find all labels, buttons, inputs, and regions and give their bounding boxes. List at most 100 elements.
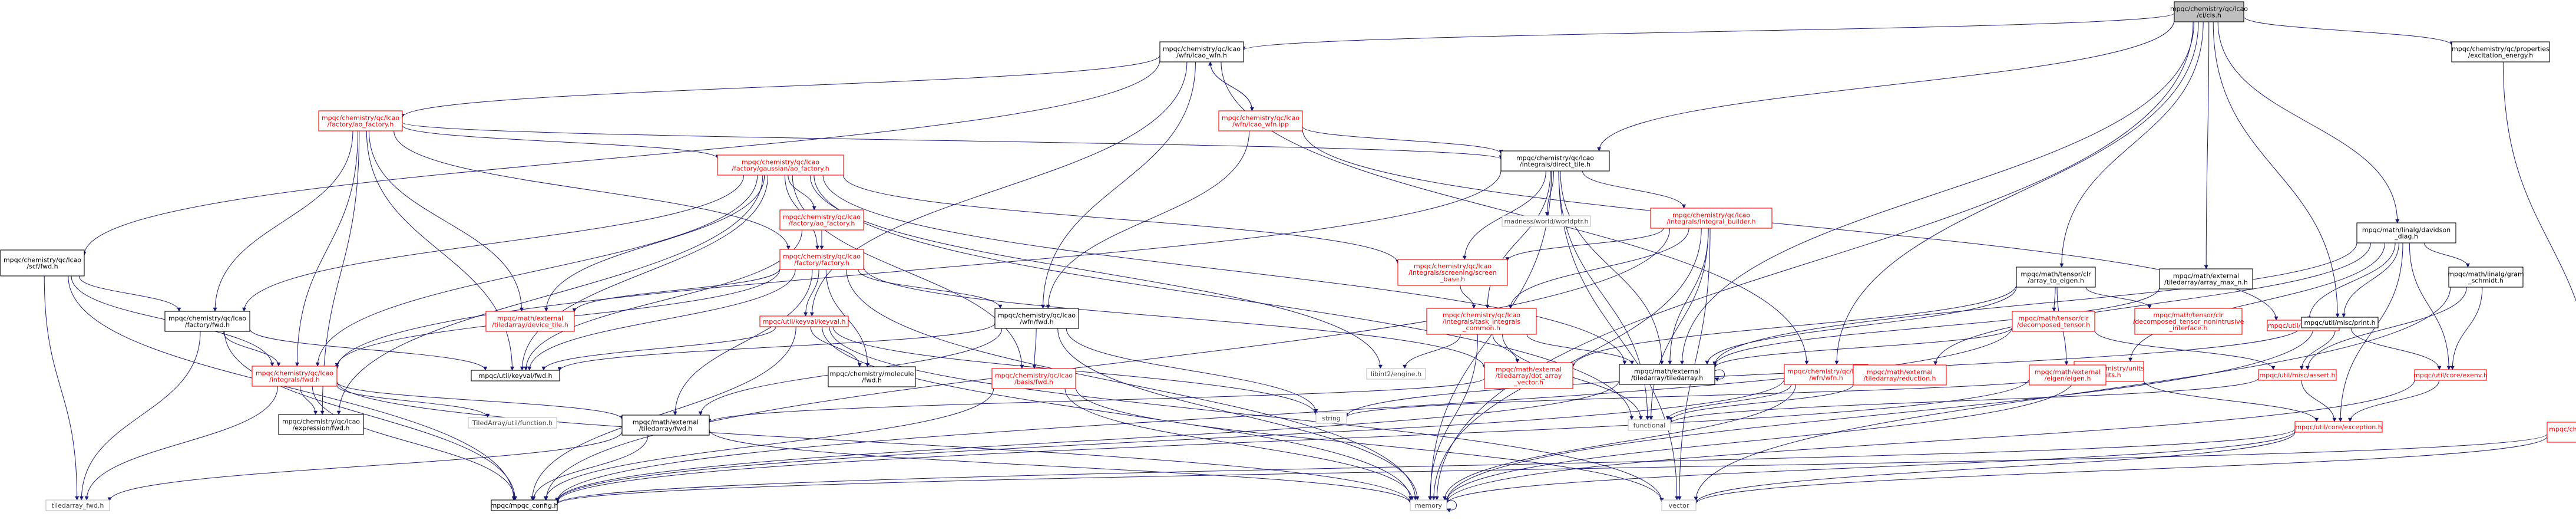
edge-ta-tiledarray-to-mpqc-config bbox=[555, 380, 1620, 502]
node-screen-base[interactable]: mpqc/chemistry/qc/lcao/integrals/screeni… bbox=[1397, 259, 1508, 286]
edge-wfn-wfn-to-memory bbox=[1442, 384, 1796, 501]
edge-dot-array-to-ta-fwd bbox=[707, 377, 1485, 423]
node-lcao-wfn-ipp[interactable]: mpqc/chemistry/qc/lcao/wfn/lcao_wfn.ipp bbox=[1218, 110, 1303, 131]
node-misc-print[interactable]: mpqc/util/misc/print.h bbox=[2301, 317, 2379, 328]
edge-wfn-fwd-to-basis-fwd bbox=[1032, 328, 1037, 369]
node-label: /tiledarray/dot_array bbox=[1496, 372, 1562, 380]
node-label: mpqc/chemistry/qc/lcao bbox=[256, 370, 333, 377]
edge-gaussian-ao-to-functional bbox=[814, 175, 1634, 420]
node-molecule-fwd[interactable]: mpqc/chemistry/molecule/fwd.h bbox=[828, 366, 916, 387]
node-wfn-h[interactable]: mpqc/chemistry/qc/lcao/wfn/lcao_wfn.h bbox=[1159, 41, 1244, 63]
node-direct-tile[interactable]: mpqc/chemistry/qc/lcao/integrals/direct_… bbox=[1500, 150, 1610, 172]
node-gaussian-ao[interactable]: mpqc/chemistry/qc/lcao/factory/gaussian/… bbox=[717, 154, 844, 176]
node-box bbox=[1628, 419, 1671, 431]
node-gram-schmidt[interactable]: mpqc/math/linalg/gram_schmidt.h bbox=[2448, 267, 2524, 288]
node-expression-fwd[interactable]: mpqc/chemistry/qc/lcao/expression/fwd.h bbox=[278, 414, 364, 435]
edge-eigen-to-mpqc-config bbox=[555, 378, 2030, 503]
node-task-integrals[interactable]: mpqc/chemistry/qc/lcao/integrals/task_in… bbox=[1426, 308, 1537, 335]
edge-task-integrals-to-libint bbox=[1403, 334, 1461, 369]
node-ao-factory-2[interactable]: mpqc/chemistry/qc/lcao/factory/ao_factor… bbox=[779, 209, 864, 231]
node-integral-builder[interactable]: mpqc/chemistry/qc/lcao/integrals/integra… bbox=[1650, 208, 1773, 229]
node-decomposed-nonintrusive[interactable]: mpqc/math/tensor/clr/decomposed_tensor_n… bbox=[2133, 308, 2244, 335]
edge-scf-fwd-to-tiledarray-fwd bbox=[44, 275, 80, 501]
node-label: mpqc/chemistry/molecule bbox=[830, 370, 914, 378]
node-label: mpqc/util/core/exception.h bbox=[2295, 423, 2382, 431]
node-tensor-eigen[interactable]: mpqc/math/tensor/clr/array_to_eigen.h bbox=[2016, 267, 2096, 288]
node-mpqc-config[interactable]: mpqc/mpqc_config.h bbox=[491, 499, 558, 511]
node-label: mpqc/chemistry/qc/lcao bbox=[1222, 114, 1299, 122]
node-box bbox=[471, 370, 560, 381]
node-label: functional bbox=[1633, 422, 1666, 429]
edge-misc-print-to-assert bbox=[2299, 327, 2336, 370]
node-label: mpqc/chemistry/qc/lcao bbox=[742, 159, 819, 166]
node-keyval[interactable]: mpqc/util/keyval/keyval.h bbox=[759, 315, 849, 327]
node-box bbox=[1484, 362, 1573, 389]
node-integrals-fwd[interactable]: mpqc/chemistry/qc/lcao/integrals/fwd.h bbox=[252, 366, 338, 387]
node-scf-fwd[interactable]: mpqc/chemistry/qc/lcao/scf/fwd.h bbox=[0, 249, 85, 277]
node-exception[interactable]: mpqc/util/core/exception.h bbox=[2294, 421, 2383, 433]
edge-direct-tile-to-vector bbox=[1558, 170, 1679, 501]
node-label: mpqc/math/external bbox=[2035, 369, 2101, 376]
node-box bbox=[2012, 311, 2095, 332]
node-box bbox=[252, 366, 338, 387]
edge-wfn-cis-to-direct-tile bbox=[1597, 19, 2175, 152]
node-exenv[interactable]: mpqc/util/core/exenv.h bbox=[2413, 369, 2488, 381]
node-label: mpqc/util/misc/assert.h bbox=[2259, 371, 2335, 379]
node-label: mpqc/chemistry/qc/lcao bbox=[1443, 311, 1520, 319]
edge-keyval-to-keyval-fwd bbox=[541, 326, 776, 371]
edge-ao-factory-h-to-direct-tile bbox=[402, 121, 1503, 160]
edge-property-to-vector bbox=[1694, 436, 2548, 505]
edge-integrals-fwd-to-expression-fwd bbox=[299, 386, 318, 415]
node-box bbox=[2301, 317, 2379, 328]
node-ta-tiledarray[interactable]: mpqc/math/external/tiledarray/tiledarray… bbox=[1619, 364, 1715, 385]
node-ta-fwd[interactable]: mpqc/math/external/tiledarray/fwd.h bbox=[621, 415, 710, 436]
node-decomposed[interactable]: mpqc/math/tensor/clr/decomposed_tensor.h bbox=[2012, 311, 2095, 332]
edge-lcao-wfn-ipp-to-direct-tile bbox=[1302, 126, 1503, 154]
node-wfn-cis[interactable]: mpqc/chemistry/qc/lcao/ci/cis.h bbox=[2170, 1, 2248, 22]
node-excitation[interactable]: mpqc/chemistry/qc/properties/excitation_… bbox=[2451, 41, 2550, 63]
node-keyval-fwd[interactable]: mpqc/util/keyval/fwd.h bbox=[471, 370, 560, 381]
edge-ao-factory-h-to-device-tile bbox=[368, 130, 524, 312]
edge-ta-fwd-to-mpqc-config bbox=[531, 435, 649, 501]
node-array-max-n[interactable]: mpqc/math/external/tiledarray/array_max_… bbox=[2159, 268, 2253, 290]
edge-wfn-fwd-to-keyval-fwd bbox=[557, 323, 996, 371]
node-dot-array[interactable]: mpqc/math/external/tiledarray/dot_array_… bbox=[1484, 362, 1573, 389]
node-davidson[interactable]: mpqc/math/linalg/davidson_diag.h bbox=[2356, 222, 2456, 244]
node-eigen[interactable]: mpqc/math/external/eigen/eigen.h bbox=[2029, 364, 2107, 386]
node-label: vector bbox=[1669, 502, 1689, 509]
edge-basis-fwd-to-vector bbox=[1075, 386, 1664, 503]
node-device-tile[interactable]: mpqc/math/external/tiledarray/device_til… bbox=[485, 311, 575, 332]
node-box bbox=[1500, 150, 1610, 172]
node-basis-fwd[interactable]: mpqc/chemistry/qc/lcao/basis/fwd.h bbox=[991, 368, 1076, 389]
node-box bbox=[485, 311, 575, 332]
node-box bbox=[2134, 308, 2243, 335]
node-assert[interactable]: mpqc/util/misc/assert.h bbox=[2258, 369, 2337, 381]
node-wfn-fwd[interactable]: mpqc/chemistry/qc/lcao/wfn/fwd.h bbox=[994, 308, 1079, 329]
node-factory-factory[interactable]: mpqc/chemistry/qc/lcao/factory/factory.h bbox=[779, 249, 864, 270]
edge-direct-tile-to-integrals-fwd bbox=[335, 170, 1502, 370]
node-label: _interface.h bbox=[2168, 324, 2207, 332]
edge-scf-fwd-to-mpqc-config bbox=[68, 275, 516, 501]
node-property[interactable]: mpqc/chemistry/qc/properties/property.h bbox=[2547, 422, 2576, 443]
node-label: /excitation_energy.h bbox=[2468, 52, 2534, 60]
node-label: mpqc/chemistry/qc/lcao bbox=[1414, 262, 1492, 270]
node-box bbox=[2294, 421, 2383, 433]
edge-wfn-cis-to-tensor-eigen bbox=[2059, 21, 2204, 268]
node-box bbox=[717, 154, 844, 176]
edge-factory-fwd-to-keyval-fwd bbox=[249, 328, 488, 371]
node-label: mpqc/math/linalg/davidson bbox=[2362, 226, 2451, 234]
node-label: /integrals/fwd.h bbox=[269, 376, 320, 384]
node-label: string bbox=[1322, 415, 1341, 422]
edge-wfn-cis-to-wfn-wfn bbox=[1834, 21, 2199, 365]
edge-basis-fwd-to-mpqc-config bbox=[543, 388, 994, 501]
node-label: _base.h bbox=[1440, 275, 1465, 283]
node-factory-fwd[interactable]: mpqc/chemistry/qc/lcao/factory/fwd.h bbox=[164, 311, 250, 332]
node-ao-factory-h[interactable]: mpqc/chemistry/qc/lcao/factory/ao_factor… bbox=[318, 110, 403, 131]
node-reduction[interactable]: mpqc/math/external/tiledarray/reduction.… bbox=[1853, 364, 1947, 386]
node-box bbox=[1426, 308, 1537, 335]
node-box bbox=[779, 209, 864, 231]
node-box bbox=[1366, 368, 1426, 380]
edge-gaussian-ao-to-expression-fwd bbox=[336, 175, 763, 415]
edge-ao-factory-h-to-factory-factory bbox=[393, 130, 791, 250]
edge-basis-fwd-to-memory bbox=[1064, 388, 1414, 501]
